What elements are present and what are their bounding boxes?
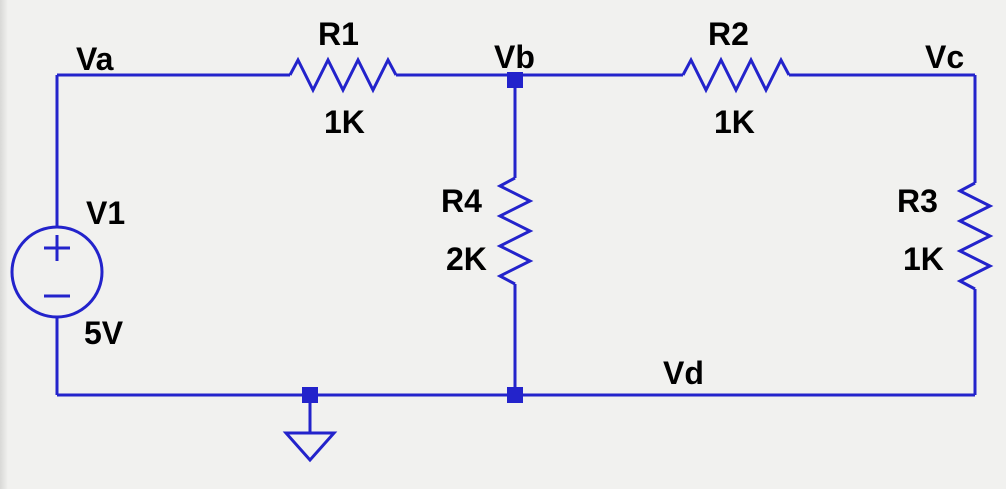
resistor-r2-symbol	[681, 56, 791, 94]
junction-node-vb	[507, 72, 523, 88]
component-value-r1: 1K	[324, 104, 365, 140]
component-label-r3: R3	[897, 183, 938, 219]
component-value-r3: 1K	[903, 241, 944, 277]
component-label-r4: R4	[441, 183, 482, 219]
voltage-source-v1-symbol	[10, 225, 104, 319]
resistor-r3-symbol	[956, 181, 994, 291]
plus-terminal-icon	[44, 235, 70, 261]
node-label-vd: Vd	[663, 355, 704, 391]
node-label-vc: Vc	[925, 39, 964, 75]
junction-node-vd	[507, 387, 523, 403]
node-label-va: Va	[76, 41, 114, 77]
node-label-vb: Vb	[494, 39, 535, 75]
component-label-r1: R1	[318, 16, 359, 52]
ground-icon	[282, 431, 338, 463]
component-label-r2: R2	[708, 16, 749, 52]
resistor-r4-symbol	[496, 176, 534, 286]
component-value-r4: 2K	[446, 241, 487, 277]
v1-circle	[10, 225, 104, 319]
component-value-v1: 5V	[84, 315, 124, 351]
component-label-v1: V1	[86, 195, 125, 231]
resistor-r1-symbol	[288, 56, 398, 94]
component-value-r2: 1K	[714, 104, 755, 140]
junction-node-ground	[302, 387, 318, 403]
